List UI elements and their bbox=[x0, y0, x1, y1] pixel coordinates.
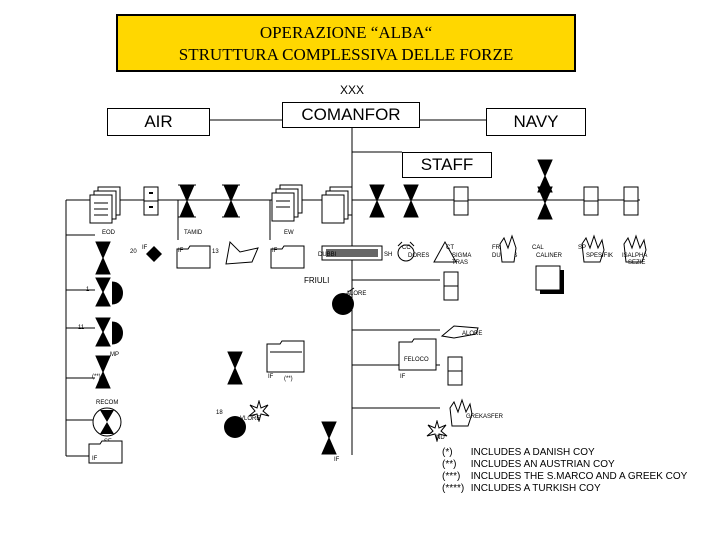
friuli-label: FRIULI bbox=[304, 276, 330, 285]
feloco-label: FELOCO bbox=[404, 357, 429, 363]
hourglass-icon bbox=[227, 351, 243, 385]
dores-label: DORES bbox=[408, 253, 430, 259]
hourglass-icon bbox=[92, 407, 122, 437]
explosion-icon bbox=[248, 400, 270, 422]
comanfor-box: COMANFOR bbox=[282, 102, 420, 128]
sp-label: SP bbox=[578, 245, 587, 251]
if-sf-label: IF bbox=[92, 456, 98, 462]
if-d-label: IF bbox=[400, 374, 406, 380]
crab-icon bbox=[397, 241, 415, 262]
if-bottom-label: IF bbox=[334, 457, 340, 463]
num-13-label: 13 bbox=[212, 249, 219, 255]
hourglass-icon bbox=[369, 184, 385, 218]
grekasfer-label: GREKASFER bbox=[466, 414, 504, 420]
note-item: (****) INCLUDES A TURKISH COY bbox=[442, 483, 601, 494]
cc-label: CC bbox=[402, 245, 411, 251]
explosion-icon bbox=[426, 420, 448, 442]
notes-list: (*) INCLUDES A DANISH COY (**) INCLUDES … bbox=[442, 447, 687, 495]
document-stack-icon bbox=[89, 186, 121, 224]
if-mp-label: IF bbox=[268, 374, 274, 380]
num-18-label: 18 bbox=[216, 410, 223, 416]
hourglass-icon bbox=[403, 184, 419, 218]
eod-label: EOD bbox=[102, 230, 116, 236]
if-paren-label: (**) bbox=[92, 374, 101, 380]
folder-icon bbox=[88, 440, 123, 464]
isalpha-label: ISALPHA bbox=[622, 253, 648, 259]
num-20-label: 20 bbox=[130, 249, 137, 255]
folder-icon bbox=[266, 340, 305, 373]
note-item: (***) INCLUDES THE S.MARCO AND A GREEK C… bbox=[442, 471, 688, 482]
cabinet-icon bbox=[453, 186, 469, 216]
cabinet-icon bbox=[143, 186, 159, 216]
bomb-icon bbox=[224, 416, 246, 438]
if-b-label: IF bbox=[178, 248, 184, 254]
black-square-icon bbox=[535, 265, 564, 294]
if-paren2-label: (**) bbox=[284, 376, 293, 382]
recom-label: RECOM bbox=[96, 400, 119, 406]
hourglass-icon bbox=[178, 184, 196, 218]
document-stack-icon bbox=[271, 184, 303, 222]
sigma-sub-label: TRAS bbox=[452, 260, 469, 266]
hand-icon bbox=[499, 234, 517, 263]
num-1-label: 1 bbox=[86, 287, 90, 293]
hand-icon bbox=[449, 398, 473, 427]
if-a-label: IF bbox=[142, 245, 148, 251]
sigma-label: SIGMA bbox=[452, 253, 472, 259]
cabinet-icon bbox=[583, 186, 599, 216]
sh-label: SH bbox=[384, 252, 393, 258]
tamid-label: TAMID bbox=[184, 230, 203, 236]
hourglass-icon bbox=[95, 241, 111, 275]
document-stack-icon bbox=[321, 186, 353, 224]
air-box: AIR bbox=[107, 108, 210, 136]
gauss-label: ALORE bbox=[462, 331, 483, 337]
shell-icon bbox=[433, 240, 457, 263]
num-11-label: 11 bbox=[78, 325, 85, 331]
vlore-label: VLORE bbox=[240, 416, 261, 422]
hourglass-icon bbox=[95, 277, 123, 307]
staff-box: STAFF bbox=[402, 152, 492, 178]
title-line-1: OPERAZIONE “ALBA“ bbox=[259, 23, 433, 42]
folder-icon bbox=[398, 338, 437, 371]
caliner-label: CALINER bbox=[536, 253, 563, 259]
nd-label: ND bbox=[436, 435, 445, 441]
cal-label: CAL bbox=[532, 245, 544, 251]
hand-icon bbox=[581, 234, 605, 263]
hand-point-icon bbox=[440, 325, 479, 339]
cabinet-icon bbox=[623, 186, 639, 216]
cabinet-icon bbox=[447, 356, 463, 386]
title-line-2: STRUTTURA COMPLESSIVA DELLE FORZE bbox=[178, 45, 514, 64]
diamond-icon bbox=[146, 246, 162, 262]
navy-box: NAVY bbox=[486, 108, 586, 136]
cabinet-icon bbox=[443, 271, 459, 301]
alore-label: ALORE bbox=[346, 291, 367, 297]
hand-signal-icon bbox=[225, 240, 259, 265]
note-item: (*) INCLUDES A DANISH COY bbox=[442, 447, 595, 458]
if-c-label: IF bbox=[272, 248, 278, 254]
keyboard-icon bbox=[321, 245, 383, 261]
dubbi-label: DUBBI bbox=[318, 252, 337, 258]
spesifik-label: SPESIFIK bbox=[586, 253, 614, 259]
folder-icon bbox=[176, 245, 211, 269]
command-level: XXX bbox=[340, 83, 365, 97]
hourglass-icon bbox=[95, 355, 111, 389]
hourglass-icon bbox=[537, 186, 553, 220]
hourglass-icon bbox=[222, 184, 240, 218]
hourglass-icon bbox=[321, 421, 337, 455]
ct-label: CT bbox=[446, 245, 454, 251]
bomb-icon bbox=[332, 287, 355, 315]
sezie-label: SEZIE bbox=[628, 260, 646, 266]
folder-icon bbox=[270, 245, 305, 269]
fru-label: FRU bbox=[492, 245, 505, 251]
hourglass-icon bbox=[537, 159, 553, 193]
mp-label: MP bbox=[110, 352, 119, 358]
hand-icon bbox=[623, 234, 647, 263]
note-item: (**) INCLUDES AN AUSTRIAN COY bbox=[442, 459, 615, 470]
ew-label: EW bbox=[284, 230, 294, 236]
hourglass-icon bbox=[95, 317, 123, 347]
title-banner: OPERAZIONE “ALBA“ STRUTTURA COMPLESSIVA … bbox=[116, 14, 576, 72]
